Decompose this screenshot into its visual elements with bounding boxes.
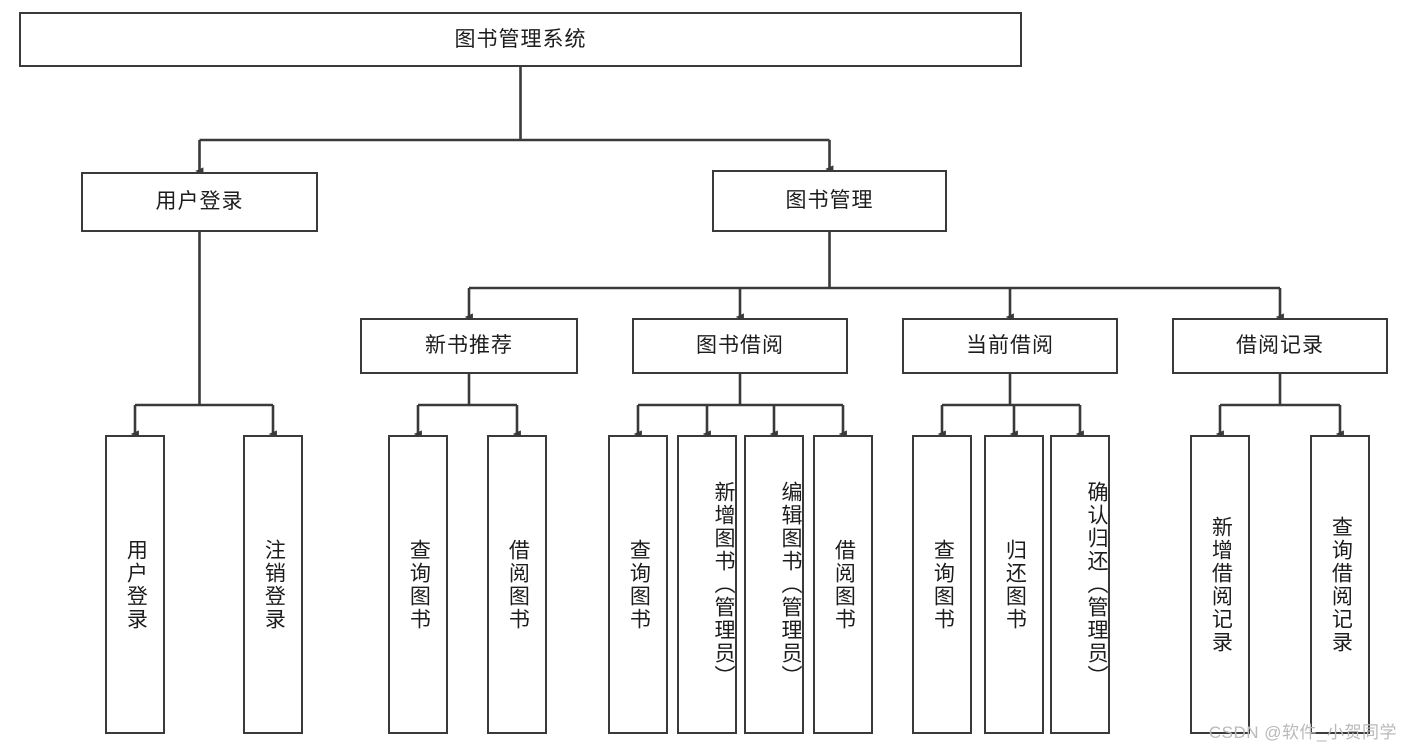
- node-leaf-confirm-return-admin[interactable]: 确认归还（管理员）: [1050, 435, 1110, 734]
- node-leaf-user-logout[interactable]: 注销登录: [243, 435, 303, 734]
- node-leaf-user-login[interactable]: 用户登录: [105, 435, 165, 734]
- node-leaf-query-borrow-record[interactable]: 查询借阅记录: [1310, 435, 1370, 734]
- node-leaf-query-book[interactable]: 查询图书: [608, 435, 668, 734]
- node-book-management[interactable]: 图书管理: [712, 170, 947, 232]
- node-book-management-label: 图书管理: [785, 189, 874, 213]
- node-leaf-return-book[interactable]: 归还图书: [984, 435, 1044, 734]
- csdn-watermark: CSDN @软件_小贺同学: [1208, 723, 1397, 742]
- node-book-borrow[interactable]: 图书借阅: [632, 318, 848, 374]
- node-user-login[interactable]: 用户登录: [81, 172, 318, 232]
- node-leaf-edit-book-admin[interactable]: 编辑图书（管理员）: [744, 435, 804, 734]
- node-new-book-recommend[interactable]: 新书推荐: [360, 318, 578, 374]
- node-root[interactable]: 图书管理系统: [19, 12, 1022, 67]
- node-current-borrow-label: 当前借阅: [966, 334, 1054, 358]
- node-leaf-add-book-admin[interactable]: 新增图书（管理员）: [677, 435, 737, 734]
- node-root-label: 图书管理系统: [454, 27, 587, 51]
- node-leaf-query-book-current[interactable]: 查询图书: [912, 435, 972, 734]
- node-leaf-query-book-recommend[interactable]: 查询图书: [388, 435, 448, 734]
- node-leaf-label: 新增图书（管理员）: [712, 481, 735, 688]
- node-leaf-label: 用户登录: [124, 538, 148, 631]
- node-leaf-label: 注销登录: [262, 538, 286, 631]
- node-borrow-record[interactable]: 借阅记录: [1172, 318, 1388, 374]
- node-current-borrow[interactable]: 当前借阅: [902, 318, 1118, 374]
- node-borrow-record-label: 借阅记录: [1236, 334, 1324, 358]
- node-leaf-label: 查询图书: [931, 538, 955, 631]
- node-leaf-borrow-book-recommend[interactable]: 借阅图书: [487, 435, 547, 734]
- node-leaf-label: 确认归还（管理员）: [1085, 481, 1108, 688]
- node-leaf-label: 查询图书: [627, 538, 651, 631]
- node-leaf-label: 新增借阅记录: [1209, 515, 1233, 654]
- node-leaf-label: 借阅图书: [506, 538, 530, 631]
- node-user-login-label: 用户登录: [155, 190, 244, 214]
- node-leaf-add-borrow-record[interactable]: 新增借阅记录: [1190, 435, 1250, 734]
- node-leaf-label: 归还图书: [1003, 538, 1027, 631]
- node-book-borrow-label: 图书借阅: [696, 334, 784, 358]
- node-leaf-label: 查询借阅记录: [1329, 515, 1353, 654]
- node-leaf-label: 查询图书: [407, 538, 431, 631]
- node-leaf-label: 借阅图书: [832, 538, 856, 631]
- node-new-book-recommend-label: 新书推荐: [425, 334, 513, 358]
- node-leaf-label: 编辑图书（管理员）: [779, 481, 802, 688]
- node-leaf-borrow-book[interactable]: 借阅图书: [813, 435, 873, 734]
